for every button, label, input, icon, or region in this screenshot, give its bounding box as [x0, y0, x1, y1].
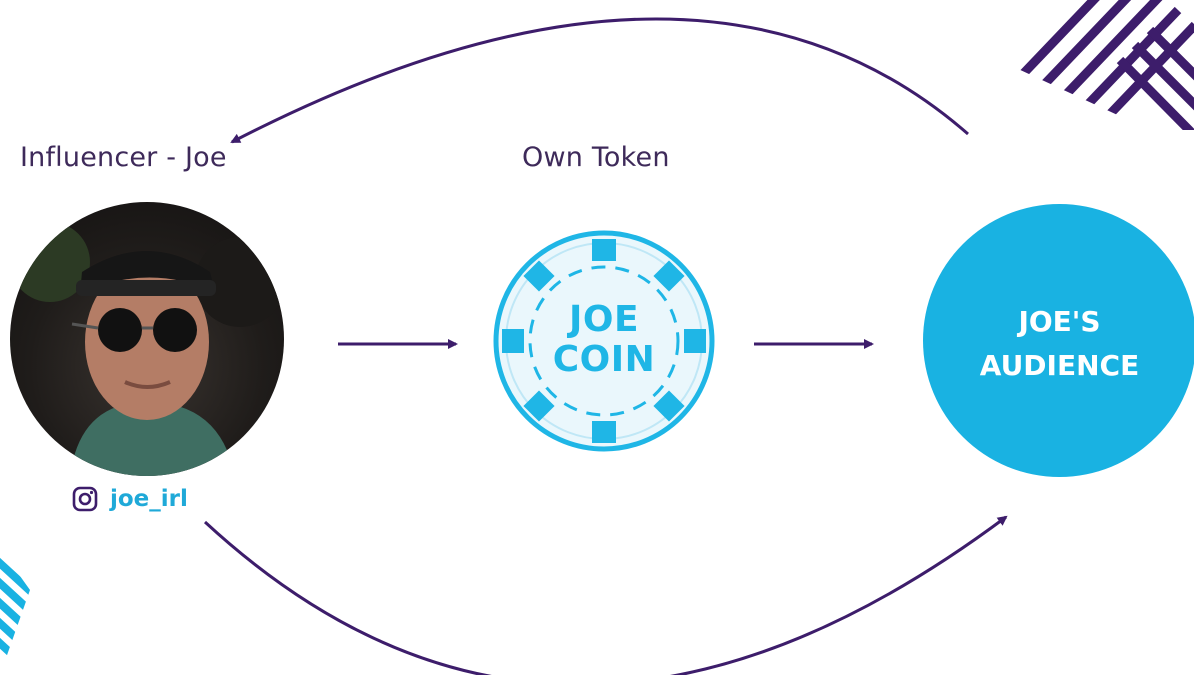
- coin-line-2: COIN: [552, 339, 656, 380]
- joe-coin-token: JOE COIN: [493, 230, 715, 452]
- top-return-arrow: [230, 17, 969, 144]
- instagram-handle-text: joe_irl: [110, 486, 188, 512]
- influencer-photo: [10, 202, 284, 476]
- instagram-handle[interactable]: joe_irl: [72, 482, 188, 516]
- audience-line-2: AUDIENCE: [979, 349, 1140, 382]
- token-label: Own Token: [522, 142, 670, 173]
- coin-line-1: JOE: [568, 299, 640, 340]
- bottom-flow-arrow: [203, 515, 1008, 675]
- audience-line-1: JOE'S: [1018, 305, 1101, 338]
- decor-stripes-top-right: [1016, 0, 1194, 130]
- decor-stripes-bottom-left: [0, 548, 30, 675]
- audience-circle: JOE'S AUDIENCE: [923, 204, 1194, 477]
- influencer-label: Influencer - Joe: [20, 142, 227, 173]
- instagram-icon: [72, 486, 98, 512]
